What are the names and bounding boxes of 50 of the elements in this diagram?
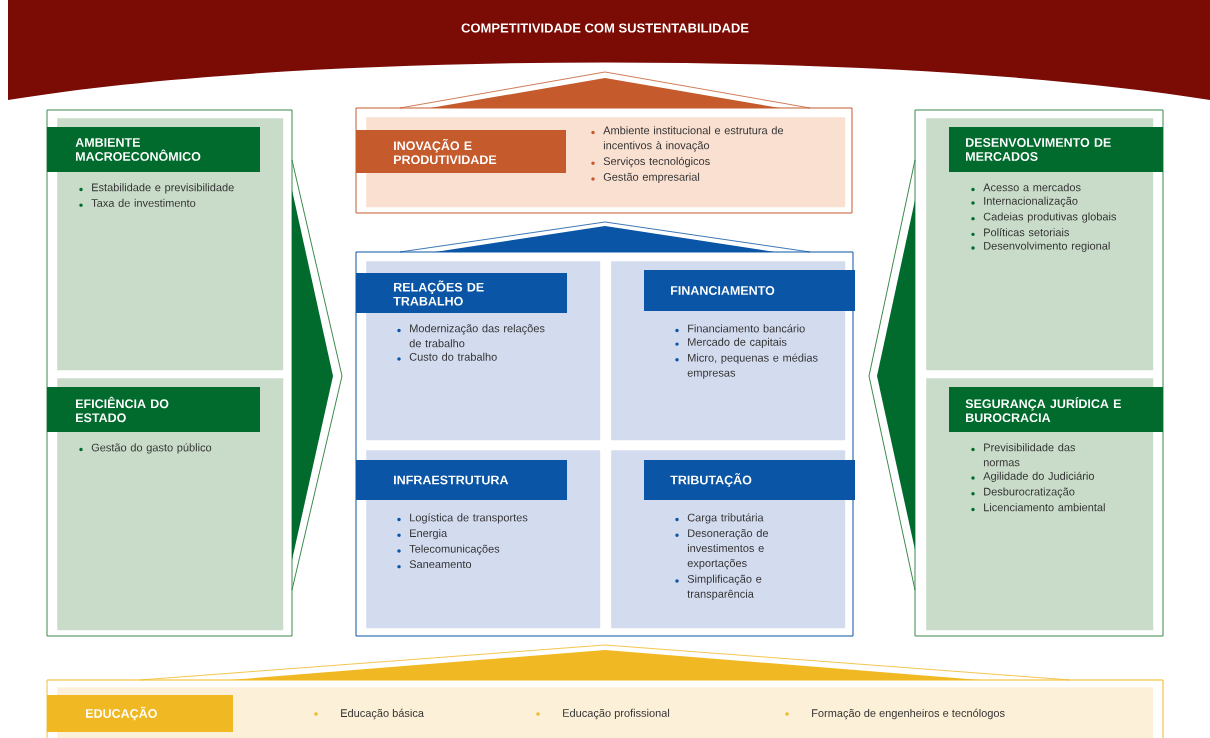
panel <box>356 450 601 629</box>
panel <box>611 450 855 629</box>
bullet-item: Taxa de investimento <box>79 198 196 207</box>
bullet-item: Modernização das relações de trabalho <box>397 324 545 348</box>
panel <box>926 118 1163 371</box>
bullet-item: Logística de transportes <box>397 513 528 524</box>
bullet-item: Energia <box>397 529 448 540</box>
bullet-item: Financiamento bancário <box>675 324 805 333</box>
bullet-item: Internacionalização <box>971 196 1078 207</box>
bullet-item: Licenciamento ambiental <box>971 503 1105 512</box>
bullet-item: Gestão do gasto público <box>79 443 212 454</box>
panel <box>47 118 284 371</box>
panel <box>926 378 1163 631</box>
heading-tab: SEGURANÇA JURÍDICA E BUROCRACIA <box>949 387 1163 432</box>
bullet-item: Formação de engenheiros e tecnólogos <box>785 708 1005 720</box>
heading-tab: INFRAESTRUTURA <box>356 460 567 500</box>
panel <box>47 378 284 631</box>
bullet-item: Desenvolvimento regional <box>971 241 1110 252</box>
title-banner: COMPETITIVIDADE COM SUSTENTABILIDADE <box>8 0 1210 100</box>
heading-tab: RELAÇÕES DE TRABALHO <box>356 273 567 313</box>
heading-tab: INOVAÇÃO E PRODUTIVIDADE <box>356 130 566 173</box>
bullet-item: Educação básica <box>314 708 424 720</box>
bullet-item: Políticas setoriais <box>971 228 1069 237</box>
bullet-item: Custo do trabalho <box>397 352 497 361</box>
heading-tab: TRIBUTAÇÃO <box>644 460 855 500</box>
bullet-item: Gestão empresarial <box>591 172 700 183</box>
bullet-item: Desburocratização <box>971 487 1075 498</box>
bullet-item: Desoneração de investimentos e exportações <box>675 529 769 570</box>
heading-tab: FINANCIAMENTO <box>644 270 855 311</box>
bullet-item: Simplificação e transparência <box>675 574 762 600</box>
panel <box>611 261 855 441</box>
bullet-item: Educação profissional <box>536 708 670 720</box>
heading-tab: EDUCAÇÃO <box>47 695 233 732</box>
bullet-item: Micro, pequenas e médias empresas <box>675 353 818 379</box>
bullet-item: Serviços tecnológicos <box>591 156 710 168</box>
bullet-item: Ambiente institucional e estrutura de incentivos à inovação <box>591 126 784 152</box>
bullet-item: Saneamento <box>397 560 472 569</box>
bullet-item: Mercado de capitais <box>675 337 787 349</box>
heading-tab: AMBIENTE MACROECONÔMICO <box>47 127 260 172</box>
heading-tab: EFICIÊNCIA DO ESTADO <box>47 387 260 432</box>
bullet-item: Agilidade do Judiciário <box>971 471 1094 483</box>
heading-tab: DESENVOLVIMENTO DE MERCADOS <box>949 127 1163 172</box>
bullet-item: Previsibilidade das normas <box>971 443 1076 467</box>
bullet-item: Carga tributária <box>675 513 764 524</box>
panel <box>356 261 601 441</box>
bullet-item: Estabilidade e previsibilidade <box>79 183 234 194</box>
bullet-item: Cadeias produtivas globais <box>971 212 1117 223</box>
bullet-item: Telecomunicações <box>397 544 500 555</box>
bullet-item: Acesso a mercados <box>971 183 1081 192</box>
panel <box>356 117 846 208</box>
